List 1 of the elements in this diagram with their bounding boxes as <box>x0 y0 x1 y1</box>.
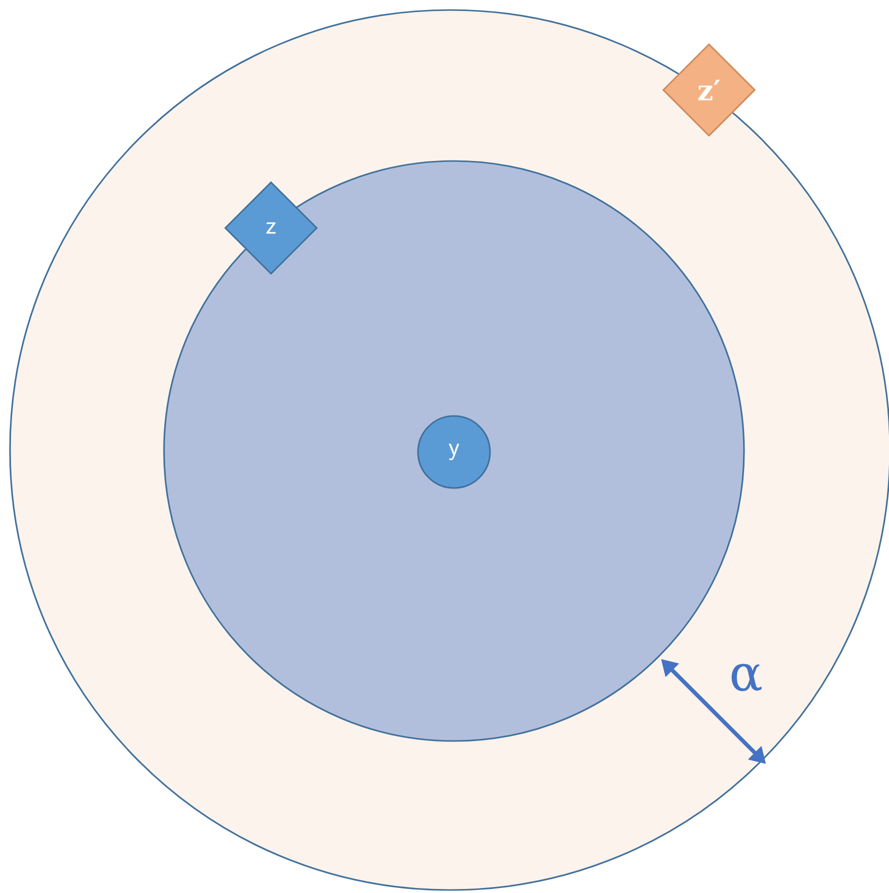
dimension-label: α <box>732 664 762 692</box>
